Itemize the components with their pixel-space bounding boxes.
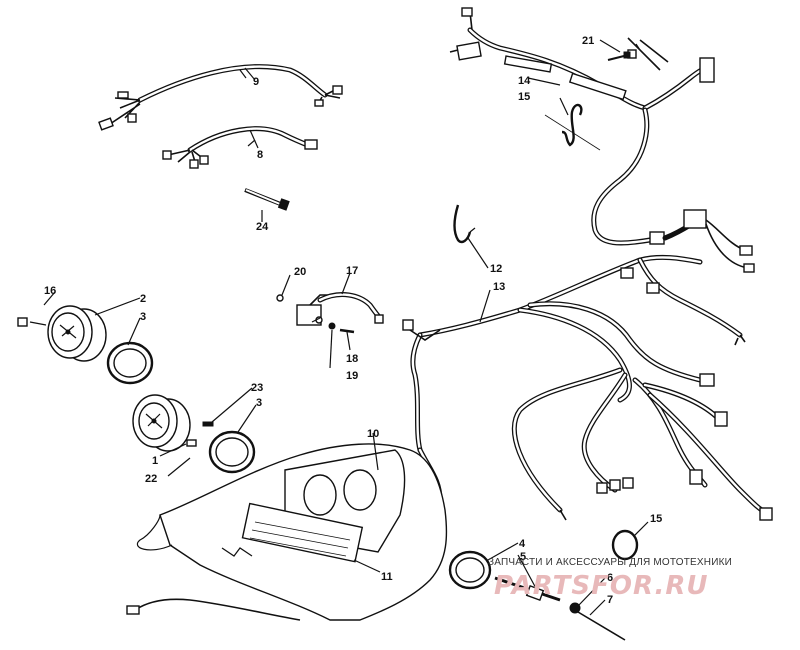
ring-3-lower <box>208 430 256 474</box>
leader-lines <box>43 39 649 616</box>
callout-15-bottom: 15 <box>650 513 662 525</box>
callout-1: 1 <box>152 455 158 467</box>
lower-cable <box>126 598 301 621</box>
callout-20: 20 <box>294 266 306 278</box>
callout-5: 5 <box>520 551 526 563</box>
clip-15-top <box>544 103 601 151</box>
callout-6: 6 <box>607 572 613 584</box>
callout-3-lower: 3 <box>256 397 262 409</box>
callout-12: 12 <box>490 263 502 275</box>
ring-3-upper <box>106 341 154 385</box>
gauge-2 <box>17 305 107 362</box>
callout-13: 13 <box>493 281 505 293</box>
watermark: ЗАПЧАСТИ И АКСЕССУАРЫ ДЛЯ МОТОТЕХНИКИ PA… <box>488 553 788 603</box>
harness-9 <box>98 64 343 131</box>
callout-22: 22 <box>145 473 157 485</box>
callout-2: 2 <box>140 293 146 305</box>
callout-14: 14 <box>518 75 531 87</box>
cable-tie-21 <box>607 43 641 61</box>
callout-10: 10 <box>367 428 379 440</box>
bolt-24 <box>244 188 290 222</box>
callout-18: 18 <box>346 353 358 365</box>
callout-11: 11 <box>381 571 393 583</box>
main-harness <box>402 7 773 563</box>
callout-labels: 9 8 24 21 14 15 12 13 20 17 18 19 16 2 3… <box>44 35 662 606</box>
callout-23: 23 <box>251 382 263 394</box>
sender-assembly <box>494 576 626 641</box>
clip-15-bottom <box>611 529 639 561</box>
callout-7: 7 <box>607 594 613 606</box>
callout-16: 16 <box>44 285 56 297</box>
callout-3-upper: 3 <box>140 311 146 323</box>
watermark-caption: ЗАПЧАСТИ И АКСЕССУАРЫ ДЛЯ МОТОТЕХНИКИ <box>488 557 733 568</box>
callout-17: 17 <box>346 265 358 277</box>
gauge-1 <box>132 394 214 452</box>
callout-15-top: 15 <box>518 91 530 103</box>
dash-panel <box>137 443 448 621</box>
harness-8 <box>162 126 318 169</box>
callout-4: 4 <box>519 538 526 550</box>
callout-21: 21 <box>582 35 594 47</box>
callout-19: 19 <box>346 370 358 382</box>
callout-9: 9 <box>253 76 259 88</box>
clip-12 <box>453 204 476 244</box>
callout-24: 24 <box>256 221 269 233</box>
watermark-logo: PARTSFOR.RU <box>494 571 709 601</box>
relay-bracket <box>276 292 384 334</box>
callout-8: 8 <box>257 149 263 161</box>
ring-4 <box>448 550 492 590</box>
